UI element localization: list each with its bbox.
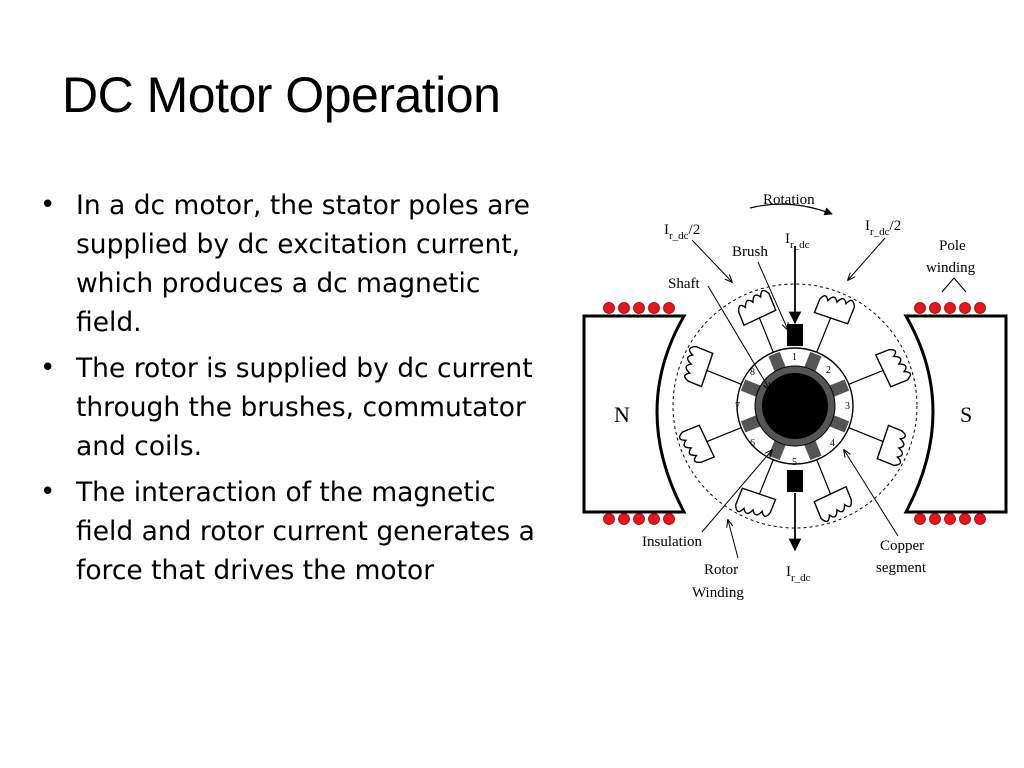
north-pole <box>582 314 687 514</box>
shaft-label: Shaft <box>668 276 700 292</box>
segment-number: 2 <box>826 365 831 376</box>
bullet-text: The interaction of the magnetic field an… <box>76 477 535 586</box>
south-pole <box>903 314 1008 514</box>
insulation-label: Insulation <box>642 534 702 550</box>
segment-number: 6 <box>750 438 755 449</box>
brush-label: Brush <box>732 244 768 260</box>
rotation-arrow <box>749 203 833 216</box>
dc-motor-diagram: N S <box>582 192 1008 601</box>
shaft-leader <box>707 285 770 390</box>
current-in-label: Ir_dc <box>785 231 810 251</box>
segment-number: 8 <box>750 367 755 378</box>
segment-number: 4 <box>830 438 835 449</box>
winding-label: winding <box>926 260 976 276</box>
current-half-right: Ir_dc/2 <box>865 218 901 238</box>
rotor-winding-label: Winding <box>692 585 744 601</box>
shaft-core <box>762 373 828 439</box>
bullet-marker: • <box>40 477 56 507</box>
bullet-text: The rotor is supplied by dc current thro… <box>76 353 533 462</box>
current-out-label: Ir_dc <box>786 564 811 584</box>
south-label: S <box>960 402 972 427</box>
pole-label: Pole <box>939 238 966 254</box>
segment-number: 7 <box>735 401 740 412</box>
pole-winding-leader <box>941 277 967 293</box>
bullet-text: In a dc motor, the stator poles are supp… <box>76 190 530 338</box>
bullet-item: • The rotor is supplied by dc current thr… <box>36 349 546 466</box>
bullet-item: • The interaction of the magnetic field a… <box>36 473 546 590</box>
rotor-label: Rotor <box>704 562 738 578</box>
current-half-left: Ir_dc/2 <box>664 222 700 242</box>
bullet-list: • In a dc motor, the stator poles are sup… <box>36 186 546 597</box>
rotation-label: Rotation <box>763 192 815 208</box>
brush-top <box>787 324 803 346</box>
copper-segment-leader <box>844 450 899 537</box>
brush-bottom <box>787 470 803 492</box>
bullet-marker: • <box>40 353 56 383</box>
rotor-coils <box>678 289 912 523</box>
slide-title: DC Motor Operation <box>62 67 501 123</box>
segment-number: 3 <box>845 401 850 412</box>
i-half-left-leader <box>691 239 732 282</box>
rotor-boundary <box>672 283 918 529</box>
segment-label: segment <box>876 560 927 576</box>
segment-number: 1 <box>792 352 797 363</box>
bullet-marker: • <box>40 190 56 220</box>
insulation-leader <box>701 450 772 533</box>
north-label: N <box>614 402 630 427</box>
segment-number: 5 <box>792 457 797 468</box>
i-half-right-leader <box>848 237 886 280</box>
rotor-winding-leader <box>728 520 739 559</box>
bullet-item: • In a dc motor, the stator poles are sup… <box>36 186 546 342</box>
copper-label: Copper <box>880 538 924 554</box>
brush-leader <box>757 261 788 330</box>
pole-winding-dots <box>603 302 986 525</box>
